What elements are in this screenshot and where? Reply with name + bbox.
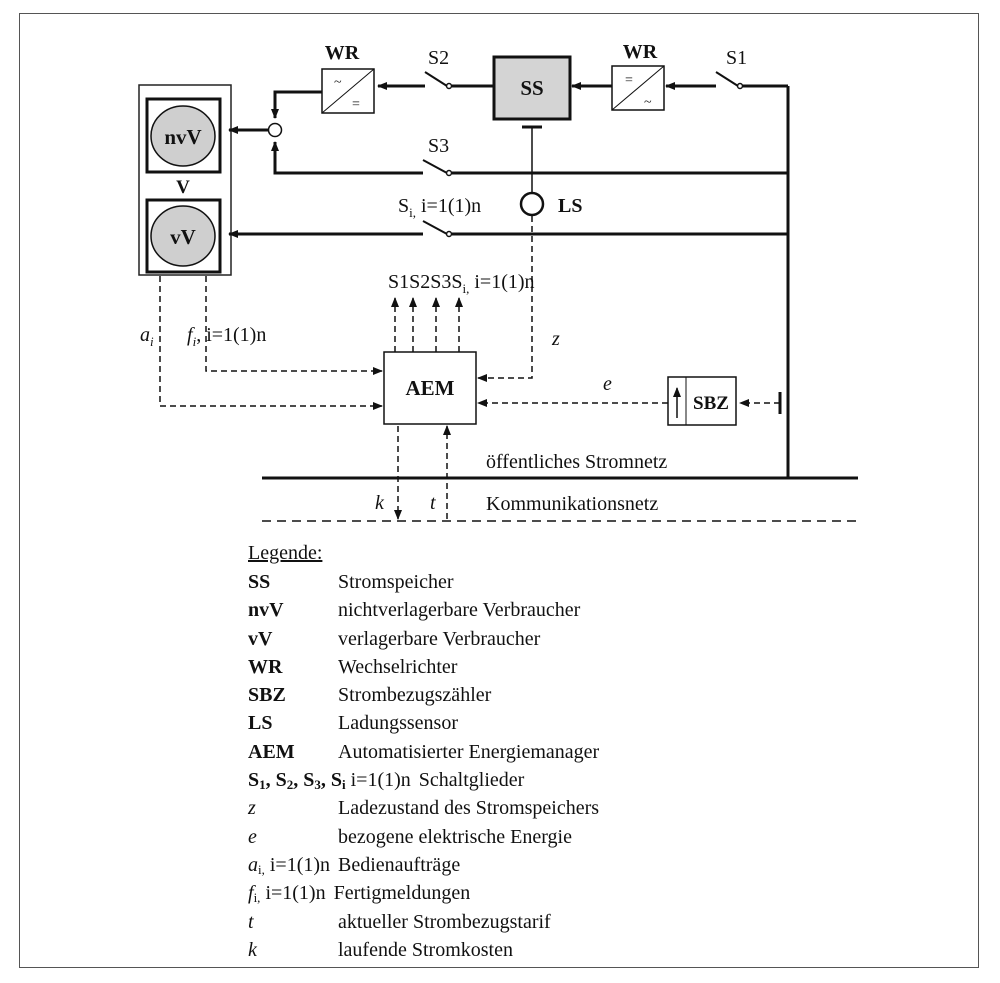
legend-desc: nichtverlagerbare Verbraucher [338,599,581,622]
legend-row-t: t aktueller Strombezugstarif [248,908,768,936]
nvv-circle [150,105,216,167]
wr-left-diagonal [321,68,375,114]
signal-z-line [477,216,533,382]
legend-f-desc: Fertigmeldungen [333,882,471,905]
switch-list-label: S1S2S3Si, i=1(1)n [388,271,535,296]
wr-right-label: WR [623,41,658,63]
legend-abbr: SBZ [248,684,286,707]
s2-contact [445,82,453,90]
legend-row-z: z Ladezustand des Stromspeichers [248,794,768,822]
wr-left-label: WR [325,42,360,64]
legend-f-abbr: f [248,882,254,905]
legend-row-ss: SS Stromspeicher [248,568,768,596]
aem-box [383,351,477,425]
s1-label: S1 [726,47,747,69]
si-label: Si, i=1(1)n [398,195,481,220]
legend-abbr: nvV [248,599,284,622]
comm-network-label: Kommunikationsnetz [486,493,658,515]
si-contact [445,230,453,238]
legend-desc: aktueller Strombezugstarif [338,910,551,933]
legend-a-desc: Bedienaufträge [338,853,461,876]
signal-a-line [159,276,383,410]
v-label: V [176,177,190,198]
legend-desc: Stromspeicher [338,571,454,593]
wr-left-dc-symbol: = [352,97,360,112]
legend-row-k: k laufende Stromkosten [248,936,768,964]
s1-switch-blade [715,71,739,87]
e-label: e [603,373,612,395]
legend-row-ls: LS Ladungssensor [248,709,768,737]
line-s3-to-node [271,141,423,175]
t-label: t [430,492,436,514]
legend-a-range: i=1(1)n [264,853,331,876]
a-i-label: ai [140,324,154,349]
legend-f-range: i=1(1)n [260,882,326,905]
legend-row-vv: vV verlagerbare Verbraucher [248,625,768,653]
summing-node [267,122,283,138]
legend-desc: bezogene elektrische Energie [338,825,572,848]
s3-label: S3 [428,135,449,157]
legend-desc: Strombezugszähler [338,684,492,707]
legend-row-a: ai, i=1(1)n Bedienaufträge [248,851,768,879]
legend-row-f: fi, i=1(1)n Fertigmeldungen [248,879,768,907]
si-switch-blade [422,220,448,235]
legend-desc: Ladezustand des Stromspeichers [338,797,600,820]
ss-label: SS [520,76,543,100]
power-grid-label: öffentliches Stromnetz [486,451,667,473]
legend-row-nvv: nvV nichtverlagerbare Verbraucher [248,596,768,624]
line-wr-to-node [271,90,322,119]
s3-switch-blade [422,159,448,174]
s3-contact [445,169,453,177]
legend-desc: Wechselrichter [338,655,458,678]
legend-desc: verlagerbare Verbraucher [338,627,541,650]
ls-sensor-circle [519,191,545,217]
vv-label: vV [170,225,196,249]
legend-abbr: z [248,797,256,820]
vv-circle [150,205,216,267]
legend-row-switches: S1, S2, S3, Si i=1(1)n Schaltglieder [248,766,768,794]
sbz-box [667,376,737,426]
legend-a-sub: i, [258,861,265,877]
wr-left-ac-symbol: ~ [334,75,342,90]
s1-contact [736,82,744,90]
legend-row-sbz: SBZ Strombezugszähler [248,681,768,709]
legend-row-e: e bezogene elektrische Energie [248,823,768,851]
s2-label: S2 [428,47,449,69]
aem-label: AEM [406,376,455,400]
legend-desc: Ladungssensor [338,712,458,735]
wr-right-diagonal [611,65,665,111]
energy-system-diagram: nvV V vV S1 = ~ WR SS S2 ~ = WR S3 LS Si… [138,41,858,522]
legend-abbr: k [248,938,257,961]
legend-desc: Automatisierter Energiemanager [338,740,600,763]
legend-abbr: SS [248,571,271,593]
nvv-label: nvV [164,125,201,149]
s2-switch-blade [424,71,448,87]
legend-abbr: vV [248,627,273,650]
legend-row-wr: WR Wechselrichter [248,653,768,681]
legend-a-abbr: a [248,853,258,876]
legend-abbr: t [248,910,254,933]
wr-right-ac-symbol: ~ [644,95,652,110]
signal-f-line [205,276,383,375]
f-i-label: fi, i=1(1)n [187,324,266,349]
legend-switch-range: i=1(1)n [345,769,411,792]
legend-switch-desc: Schaltglieder [418,769,525,792]
legend-row-aem: AEM Automatisierter Energiemanager [248,738,768,766]
legend-title: Legende: [248,542,323,564]
legend-desc: laufende Stromkosten [338,938,513,961]
z-label: z [551,328,560,350]
sbz-label: SBZ [693,393,729,414]
legend-abbr: AEM [248,740,295,763]
k-label: k [375,492,385,514]
legend-abbr: e [248,825,257,848]
wr-right-dc-symbol: = [625,73,633,88]
ss-box [492,55,572,121]
legend: Legende: SS Stromspeicher nvV nichtverlage… [248,538,768,964]
legend-switch-s1: S1, S2, S3, Si [248,769,346,793]
legend-f-sub: i, [253,890,261,906]
legend-abbr: WR [248,655,283,678]
ls-label: LS [558,195,582,217]
legend-abbr: LS [248,712,273,735]
